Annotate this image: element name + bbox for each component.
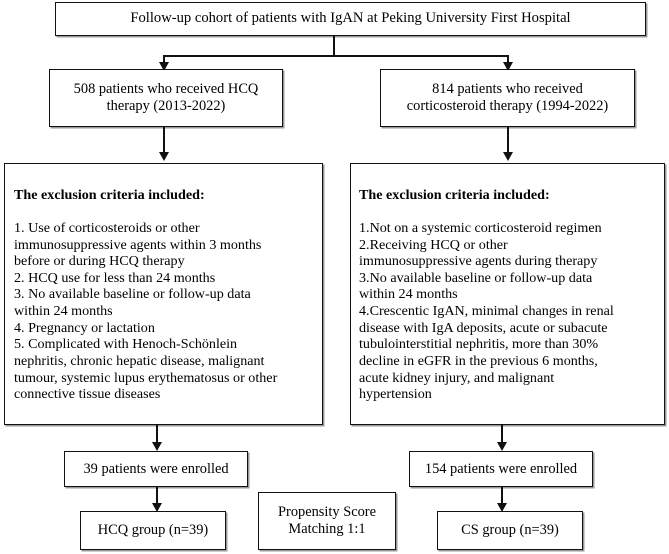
node-group-cs: CS group (n=39) bbox=[437, 511, 583, 550]
connector-exclusion-hcq-to-enrolled bbox=[156, 425, 158, 446]
node-exclusion-cs-heading: The exclusion criteria included: bbox=[359, 186, 550, 203]
arrowhead-cs-to-exclusion bbox=[503, 152, 513, 161]
node-hcq-therapy-label: 508 patients who received HCQ therapy (2… bbox=[73, 81, 259, 114]
arrowhead-cohort-to-cs bbox=[503, 62, 513, 71]
arrowhead-enrolled-hcq-to-group bbox=[152, 503, 162, 512]
connector-exclusion-cs-to-enrolled bbox=[501, 425, 503, 446]
node-enrolled-hcq: 39 patients were enrolled bbox=[64, 451, 248, 487]
node-cohort-label: Follow-up cohort of patients with IgAN a… bbox=[130, 10, 571, 27]
node-exclusion-cs-content: The exclusion criteria included: 1.Not o… bbox=[359, 170, 657, 419]
node-exclusion-hcq: The exclusion criteria included: 1. Use … bbox=[4, 163, 323, 425]
connector-hcq-to-exclusion bbox=[163, 127, 165, 154]
connector-enrolled-cs-to-group bbox=[501, 487, 503, 507]
node-exclusion-cs-body: 1.Not on a systemic corticosteroid regim… bbox=[359, 219, 614, 403]
arrowhead-enrolled-cs-to-group bbox=[497, 503, 507, 512]
node-enrolled-cs-label: 154 patients were enrolled bbox=[424, 460, 578, 477]
connector-cohort-to-hcq bbox=[163, 55, 165, 66]
node-cohort: Follow-up cohort of patients with IgAN a… bbox=[55, 2, 646, 36]
node-group-hcq: HCQ group (n=39) bbox=[80, 511, 226, 550]
node-group-hcq-label: HCQ group (n=39) bbox=[97, 522, 209, 538]
node-group-cs-label: CS group (n=39) bbox=[461, 522, 559, 538]
node-propensity-matching-label: Propensity Score Matching 1:1 bbox=[278, 504, 376, 537]
connector-enrolled-hcq-to-group bbox=[156, 487, 158, 507]
node-enrolled-cs: 154 patients were enrolled bbox=[409, 451, 593, 487]
node-exclusion-cs: The exclusion criteria included: 1.Not o… bbox=[350, 163, 665, 425]
arrowhead-cohort-to-hcq bbox=[159, 62, 169, 71]
connector-cohort-to-cs bbox=[507, 55, 509, 66]
node-hcq-therapy: 508 patients who received HCQ therapy (2… bbox=[49, 69, 283, 127]
arrowhead-hcq-to-exclusion bbox=[159, 152, 169, 161]
connector-cs-to-exclusion bbox=[507, 127, 509, 154]
node-exclusion-hcq-body: 1. Use of corticosteroids or other immun… bbox=[14, 219, 278, 403]
arrowhead-exclusion-cs-to-enrolled bbox=[497, 442, 507, 451]
node-exclusion-hcq-heading: The exclusion criteria included: bbox=[14, 186, 205, 203]
node-cs-therapy-label: 814 patients who received corticosteroid… bbox=[406, 81, 609, 114]
node-exclusion-hcq-content: The exclusion criteria included: 1. Use … bbox=[14, 170, 314, 419]
node-propensity-matching: Propensity Score Matching 1:1 bbox=[258, 492, 396, 550]
node-cs-therapy: 814 patients who received corticosteroid… bbox=[380, 69, 635, 127]
connector-cohort-stem bbox=[333, 36, 335, 56]
arrowhead-exclusion-hcq-to-enrolled bbox=[152, 442, 162, 451]
node-enrolled-hcq-label: 39 patients were enrolled bbox=[83, 460, 229, 477]
connector-cohort-split bbox=[164, 55, 508, 57]
